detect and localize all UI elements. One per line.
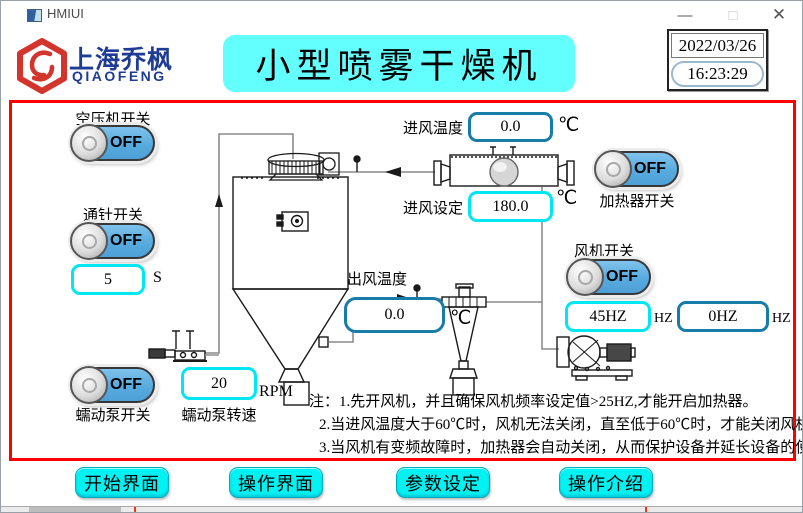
inlet-set-unit: ℃: [556, 188, 578, 209]
maximize-button[interactable]: □: [728, 6, 738, 24]
inlet-temp-label: 进风温度: [403, 121, 464, 137]
minimize-button[interactable]: —: [677, 6, 693, 24]
close-button[interactable]: ✕: [771, 5, 787, 24]
outlet-temp-label: 出风温度: [347, 272, 408, 288]
pump-switch-label: 蠕动泵开关: [75, 408, 151, 424]
toggle-knob-icon: [70, 222, 108, 260]
window-title: HMIUI: [47, 6, 84, 21]
outlet-temp-display: 0.0: [344, 297, 445, 333]
needle-time-unit: S: [153, 269, 162, 286]
datetime-widget: 2022/03/26 16:23:29: [667, 29, 768, 91]
app-icon: [27, 9, 42, 22]
fan-frequency-display: 0HZ: [677, 301, 769, 332]
inlet-temp-unit: ℃: [558, 115, 580, 136]
page-title: 小型喷雾干燥机: [223, 35, 575, 92]
nav-parameter-setting-button[interactable]: 参数设定: [396, 467, 490, 498]
pump-switch[interactable]: OFF: [70, 366, 155, 404]
nav-start-screen-button[interactable]: 开始界面: [75, 467, 169, 498]
fan-frequency-set-unit: HZ: [654, 311, 673, 326]
bottom-edge-red-tick: [645, 507, 647, 512]
note-line-2: 2.当进风温度大于60℃时，风机无法关闭，直至低于60℃时，才能关闭风机。: [319, 417, 803, 433]
toggle-knob-icon: [70, 366, 108, 404]
switch-state: OFF: [110, 376, 142, 393]
pump-speed-unit: RPM: [259, 383, 293, 400]
nav-operation-intro-button[interactable]: 操作介绍: [559, 467, 653, 498]
heater-switch[interactable]: OFF: [594, 150, 679, 188]
switch-state: OFF: [110, 134, 142, 151]
switch-state: OFF: [606, 268, 638, 285]
bottom-edge-red-tick: [134, 507, 136, 512]
fan-switch[interactable]: OFF: [566, 258, 651, 296]
outlet-temp-unit: ℃: [450, 308, 472, 329]
bottom-edge-artifact: [1, 506, 802, 512]
toggle-knob-icon: [566, 258, 604, 296]
date-display: 2022/03/26: [671, 33, 764, 58]
bottom-edge-segment: [29, 507, 121, 512]
process-panel: [9, 100, 796, 461]
toggle-knob-icon: [594, 150, 632, 188]
fan-frequency-feedback-unit: HZ: [772, 311, 791, 326]
switch-state: OFF: [110, 232, 142, 249]
time-display: 16:23:29: [671, 61, 764, 87]
inlet-temp-display: 0.0: [468, 112, 553, 142]
needle-time-input[interactable]: 5: [71, 264, 145, 295]
inlet-set-label: 进风设定: [403, 201, 464, 217]
switch-state: OFF: [634, 160, 666, 177]
brand-hexagon-logo-icon: [17, 38, 67, 94]
note-line-3: 3.当风机有变频故障时，加热器会自动关闭，从而保护设备并延长设备的使用寿命。: [319, 440, 802, 456]
needle-switch-label: 通针开关: [82, 208, 143, 224]
needle-switch[interactable]: OFF: [70, 222, 155, 260]
toggle-knob-icon: [70, 124, 108, 162]
heater-switch-label: 加热器开关: [599, 194, 675, 210]
brand-name-en: QIAOFENG: [72, 68, 167, 84]
note-line-1: 注：1.先开风机，并且确保风机频率设定值>25HZ,才能开启加热器。: [309, 394, 758, 410]
inlet-set-input[interactable]: 180.0: [468, 191, 553, 222]
pump-speed-input[interactable]: 20: [181, 367, 257, 400]
brand-name-cn: 上海乔枫: [69, 46, 174, 74]
fan-switch-label: 风机开关: [574, 244, 635, 260]
air-compressor-switch[interactable]: OFF: [70, 124, 155, 162]
pump-speed-label: 蠕动泵转速: [181, 408, 257, 424]
nav-operation-screen-button[interactable]: 操作界面: [229, 467, 323, 498]
fan-frequency-input[interactable]: 45HZ: [565, 301, 651, 332]
